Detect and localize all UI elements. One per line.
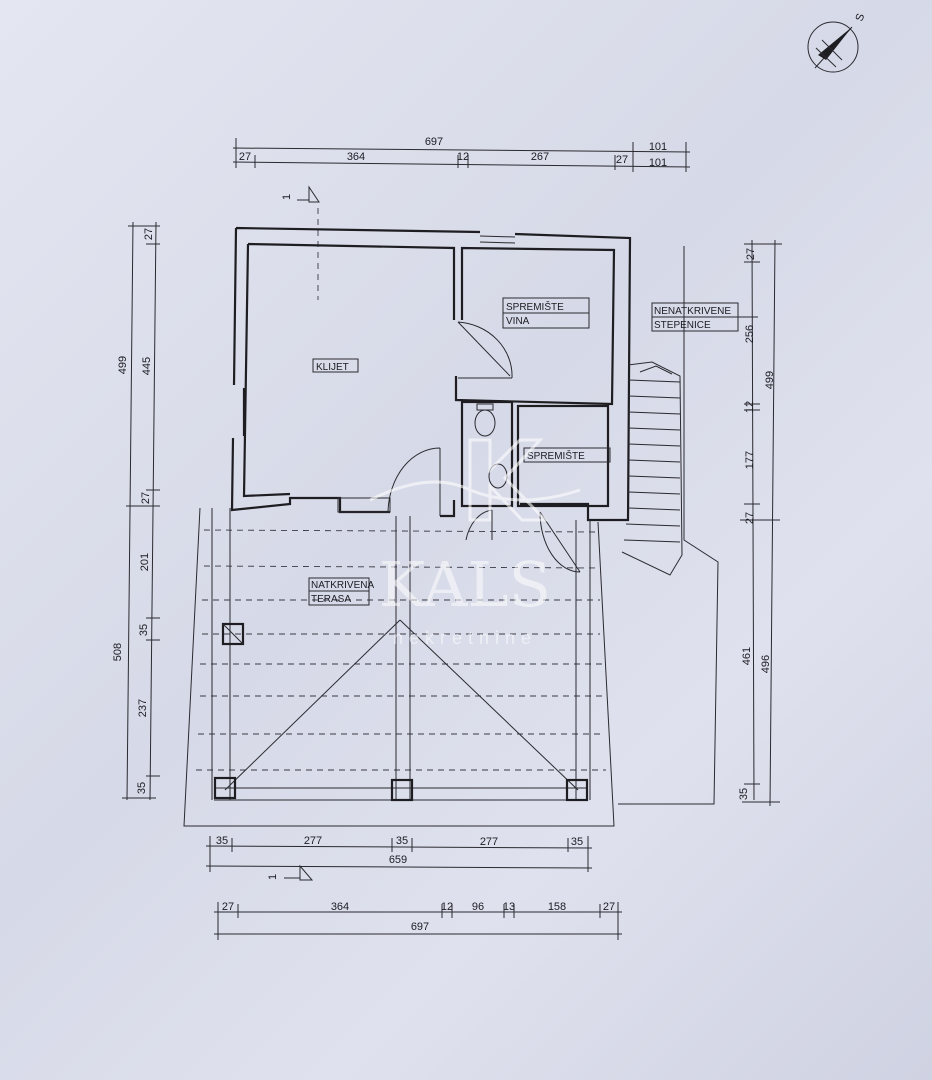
dim-left-inner-1: 27 xyxy=(143,228,155,240)
dim-bottom2-total: 697 xyxy=(411,921,429,933)
watermark-sub: nekretnine xyxy=(393,628,537,648)
toilet-icon xyxy=(474,403,496,437)
dim-left-inner-6: 237 xyxy=(137,699,149,717)
dim-right-inner-3: 12 xyxy=(744,401,756,413)
terrace xyxy=(183,507,615,827)
room-label-terrace-2: TERASA xyxy=(311,594,351,605)
door-swings xyxy=(387,321,581,573)
dim-left-inner-5: 35 xyxy=(138,624,150,636)
dim-bottom1-3: 35 xyxy=(396,835,408,847)
dim-top-right: 101 xyxy=(649,141,667,153)
dim-top-4: 267 xyxy=(531,151,549,163)
room-label-stairs-2: STEPENICE xyxy=(654,320,711,331)
dim-bottom2-5: 13 xyxy=(503,901,515,913)
dim-right-inner-5: 27 xyxy=(744,512,756,524)
dim-left-outer-2: 508 xyxy=(112,643,124,661)
dim-top-6: 101 xyxy=(649,157,667,169)
dim-right-inner-1: 27 xyxy=(745,248,757,260)
dim-bottom2-6: 158 xyxy=(548,901,566,913)
dim-bottom1-total: 659 xyxy=(389,854,407,866)
dim-left-outer-1: 499 xyxy=(117,356,129,374)
left-dimensions xyxy=(122,221,160,801)
watermark-brand: KALS xyxy=(379,548,551,621)
building-walls xyxy=(230,226,632,522)
compass-icon xyxy=(807,21,859,73)
dim-bottom2-3: 12 xyxy=(441,901,453,913)
dim-bottom1-4: 277 xyxy=(480,836,498,848)
dim-bottom2-2: 364 xyxy=(331,901,349,913)
dim-top-3: 12 xyxy=(457,151,469,163)
dim-top-2: 364 xyxy=(347,151,365,163)
right-dimensions xyxy=(740,239,782,807)
dim-right-inner-6: 461 xyxy=(741,647,753,665)
compass-label: S xyxy=(854,12,868,23)
dim-bottom2-4: 96 xyxy=(472,901,484,913)
dim-bottom1-1: 35 xyxy=(216,835,228,847)
dim-bottom2-1: 27 xyxy=(222,901,234,913)
top-dimensions xyxy=(232,138,691,172)
dim-top-5: 27 xyxy=(616,154,628,166)
dim-top-1: 27 xyxy=(239,151,251,163)
dim-left-inner-3: 27 xyxy=(140,492,152,504)
section-mark-top xyxy=(297,185,320,300)
bottom-dimensions-1 xyxy=(205,836,593,872)
room-label-stairs-1: NENATKRIVENE xyxy=(654,306,731,317)
dim-bottom1-2: 277 xyxy=(304,835,322,847)
dim-right-inner-4: 177 xyxy=(744,451,756,469)
dim-left-inner-4: 201 xyxy=(139,553,151,571)
dim-right-inner-2: 256 xyxy=(744,325,756,343)
section-label-top: 1 xyxy=(281,194,293,200)
stairs xyxy=(618,246,758,805)
dim-right-outer-2: 496 xyxy=(760,655,772,673)
dim-top-overall: 697 xyxy=(425,136,443,148)
room-label-spremiste: SPREMIŠTE xyxy=(527,449,585,462)
room-label-spremiste-vina-2: VINA xyxy=(506,316,530,327)
bottom-dimensions-2 xyxy=(214,902,622,940)
section-mark-bottom xyxy=(284,864,314,881)
dim-right-inner-7: 35 xyxy=(738,788,750,800)
room-label-terrace-1: NATKRIVENA xyxy=(311,580,374,591)
watermark-logo-icon xyxy=(369,438,581,522)
room-label-klijet: KLIJET xyxy=(316,362,349,373)
dim-left-inner-7: 35 xyxy=(136,782,148,794)
dim-left-inner-2: 445 xyxy=(141,357,153,375)
dim-right-outer-1: 499 xyxy=(764,371,776,389)
room-label-spremiste-vina-1: SPREMIŠTE xyxy=(506,300,564,313)
dim-bottom1-5: 35 xyxy=(571,836,583,848)
section-label-bottom: 1 xyxy=(267,874,279,880)
dim-bottom2-7: 27 xyxy=(603,901,615,913)
